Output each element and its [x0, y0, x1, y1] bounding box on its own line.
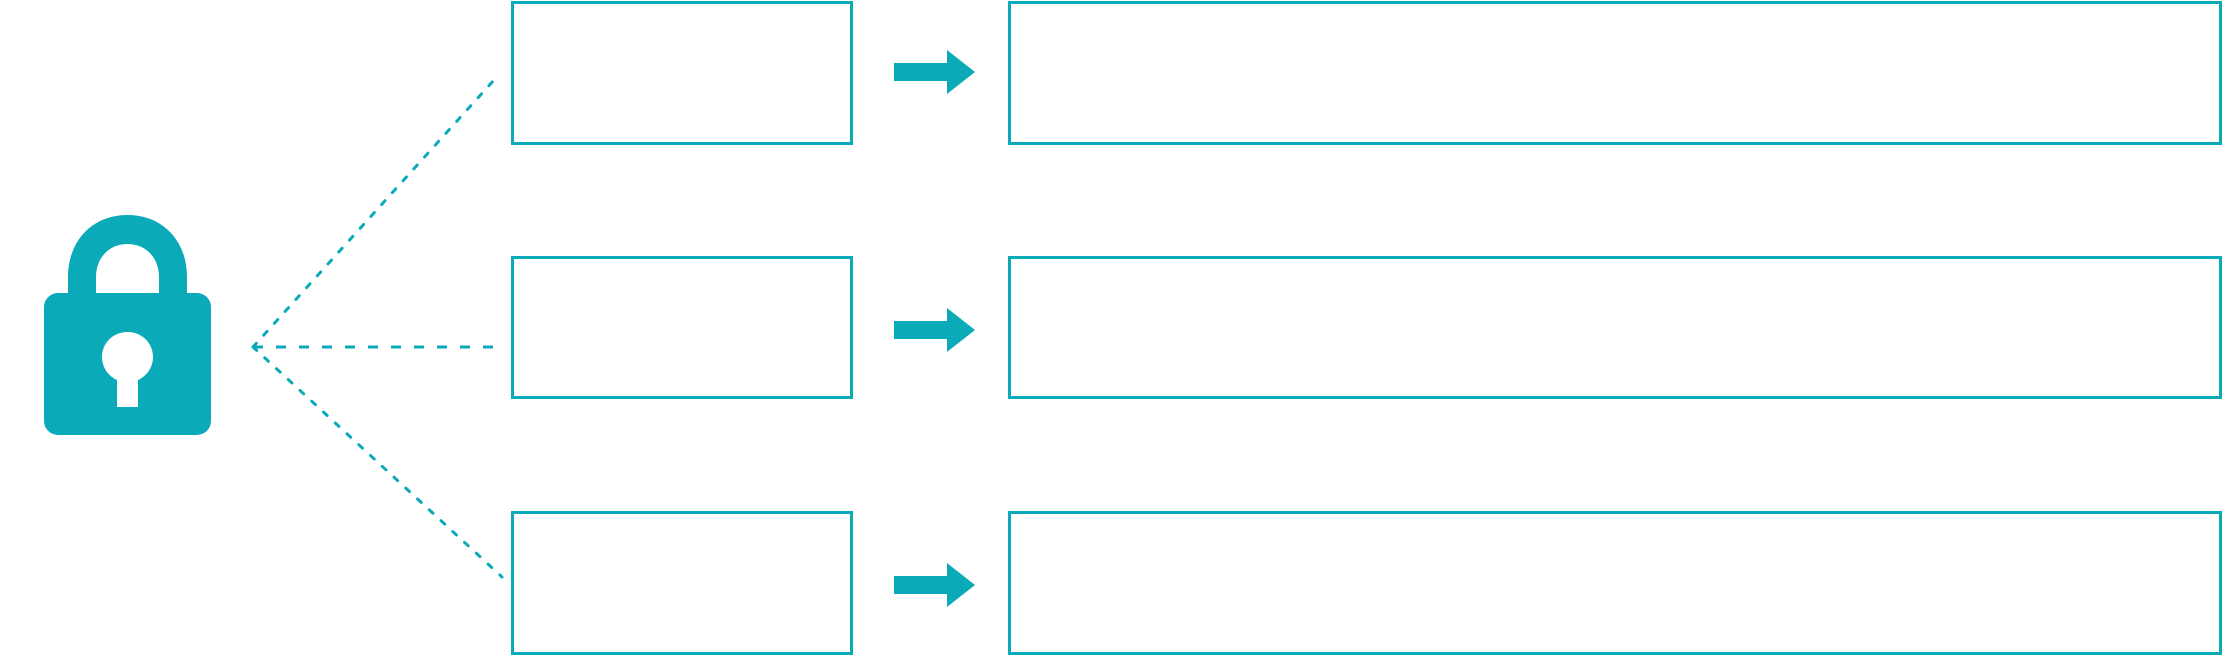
row-1-small-box[interactable] — [511, 1, 853, 145]
row-1-large-box-label — [1011, 4, 2219, 142]
row-3-large-box-label — [1011, 514, 2219, 652]
row-2-large-box[interactable] — [1008, 256, 2222, 399]
row-2-small-box-label — [514, 259, 850, 396]
row-2-small-box[interactable] — [511, 256, 853, 399]
connector-line-row-1 — [251, 78, 496, 349]
row-2-large-box-label — [1011, 259, 2219, 396]
row-3-small-box-label — [514, 514, 850, 652]
row-1-arrow-right-icon — [894, 50, 975, 94]
lock-keyhole — [102, 332, 153, 407]
row-1-large-box[interactable] — [1008, 1, 2222, 145]
row-3-arrow-right-icon — [894, 563, 975, 607]
lock-shackle — [68, 215, 187, 305]
connector-line-row-3 — [251, 345, 504, 579]
row-1-small-box-label — [514, 4, 850, 142]
row-3-large-box[interactable] — [1008, 511, 2222, 655]
row-2-arrow-right-icon — [894, 308, 975, 352]
lock-icon — [44, 215, 211, 435]
row-3-small-box[interactable] — [511, 511, 853, 655]
